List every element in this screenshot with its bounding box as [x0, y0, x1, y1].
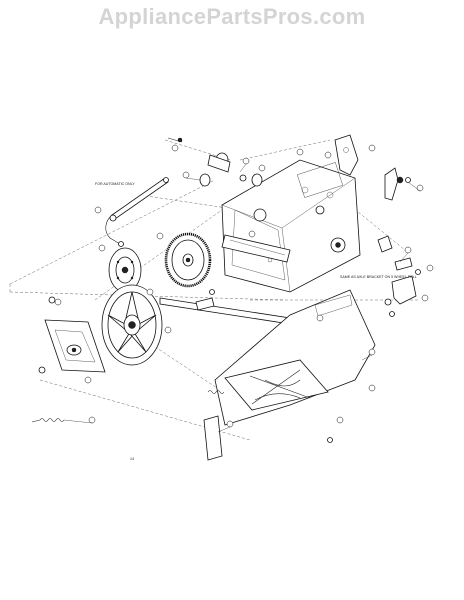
part-callouts — [54, 144, 434, 433]
bottom-mark: 14 — [130, 457, 134, 461]
axle-bracket-note: SAME AS AXLE BRACKET ON 5 WHEEL PULL — [340, 275, 417, 279]
left-side-plate — [38, 296, 106, 374]
shift-lever-rod — [105, 177, 169, 247]
automatic-only-note: FOR AUTOMATIC ONLY — [95, 182, 135, 186]
gear-shaft — [221, 234, 291, 263]
right-linkage — [377, 235, 421, 317]
axle-bracket — [195, 289, 223, 461]
hex-shaft — [159, 297, 296, 325]
right-bracket — [334, 134, 411, 201]
assembly-guide-lines — [9, 139, 420, 441]
lower-frame — [214, 289, 376, 443]
toothed-gear — [164, 232, 212, 288]
drive-plate — [101, 284, 163, 366]
watermark-logo: AppliancePartsPros.com — [98, 4, 366, 29]
drive-spring — [31, 390, 225, 423]
friction-wheel — [108, 247, 142, 293]
upper-bushings — [167, 137, 263, 187]
transmission-housing — [221, 159, 361, 293]
